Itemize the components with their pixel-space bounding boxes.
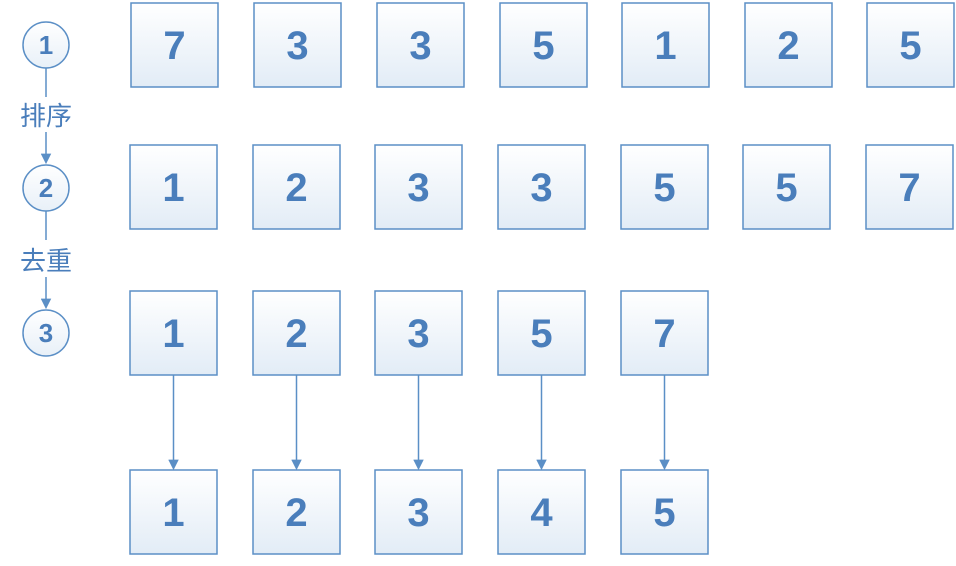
row-original: 7 3 3 5 1 2 5 <box>130 2 955 88</box>
step-column: 1 排序 2 去重 3 <box>20 21 72 357</box>
value-box: 5 <box>620 469 709 555</box>
value-box: 1 <box>129 144 218 230</box>
value-box: 7 <box>865 144 954 230</box>
value-box: 3 <box>376 2 465 88</box>
value-box: 2 <box>744 2 833 88</box>
transition-sort-label: 排序 <box>20 102 72 132</box>
value-box: 2 <box>252 144 341 230</box>
step-1-marker: 1 <box>22 21 70 69</box>
mapping-arrows <box>168 375 670 471</box>
svg-text:1: 1 <box>162 312 184 356</box>
svg-text:7: 7 <box>653 312 675 356</box>
svg-text:3: 3 <box>530 166 552 210</box>
step-3-label: 3 <box>39 318 53 348</box>
transition-dedup-label: 去重 <box>20 247 72 277</box>
value-box: 3 <box>253 2 342 88</box>
svg-text:2: 2 <box>285 166 307 210</box>
value-box: 1 <box>129 290 218 376</box>
value-box: 7 <box>130 2 219 88</box>
svg-text:1: 1 <box>162 491 184 535</box>
value-box: 2 <box>252 469 341 555</box>
svg-text:5: 5 <box>532 24 554 68</box>
svg-text:3: 3 <box>407 312 429 356</box>
value-box: 1 <box>129 469 218 555</box>
svg-text:7: 7 <box>898 166 920 210</box>
row-unique: 1 2 3 5 7 <box>129 290 709 376</box>
value-box: 3 <box>374 144 463 230</box>
svg-text:1: 1 <box>162 166 184 210</box>
svg-text:3: 3 <box>286 24 308 68</box>
svg-text:3: 3 <box>409 24 431 68</box>
value-box: 3 <box>374 469 463 555</box>
value-box: 5 <box>497 290 586 376</box>
value-box: 7 <box>620 290 709 376</box>
step-1-label: 1 <box>39 30 53 60</box>
value-box: 5 <box>620 144 709 230</box>
step-2-marker: 2 <box>22 164 70 212</box>
value-box: 2 <box>252 290 341 376</box>
svg-text:5: 5 <box>653 491 675 535</box>
svg-text:3: 3 <box>407 491 429 535</box>
value-box: 5 <box>742 144 831 230</box>
value-box: 3 <box>497 144 586 230</box>
step-2-label: 2 <box>39 173 53 203</box>
svg-text:1: 1 <box>654 24 676 68</box>
svg-text:4: 4 <box>530 491 553 535</box>
svg-text:2: 2 <box>777 24 799 68</box>
svg-text:2: 2 <box>285 312 307 356</box>
svg-text:7: 7 <box>163 24 185 68</box>
svg-text:2: 2 <box>285 491 307 535</box>
value-box: 5 <box>866 2 955 88</box>
svg-text:5: 5 <box>775 166 797 210</box>
value-box: 1 <box>621 2 710 88</box>
row-sorted: 1 2 3 3 5 5 7 <box>129 144 954 230</box>
value-box: 5 <box>499 2 588 88</box>
value-box: 3 <box>374 290 463 376</box>
row-mapped: 1 2 3 4 5 <box>129 469 709 555</box>
value-box: 4 <box>497 469 586 555</box>
svg-text:3: 3 <box>407 166 429 210</box>
svg-text:5: 5 <box>653 166 675 210</box>
step-3-marker: 3 <box>22 309 70 357</box>
svg-text:5: 5 <box>899 24 921 68</box>
svg-text:5: 5 <box>530 312 552 356</box>
